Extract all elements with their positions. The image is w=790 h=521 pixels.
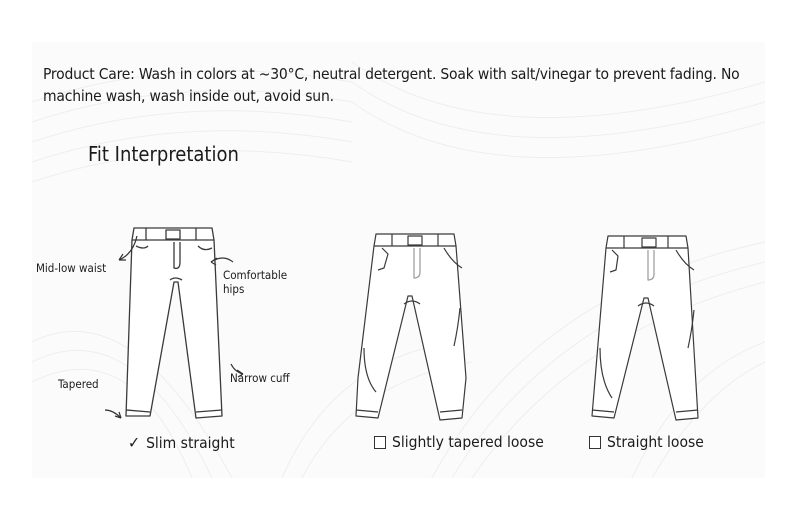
fit-option-straight-loose[interactable]: Straight loose <box>589 433 704 451</box>
annotation-arrows <box>104 235 244 419</box>
fit-option-label: Straight loose <box>607 433 704 451</box>
fit-option-slim-straight[interactable]: ✓ Slim straight <box>128 433 235 452</box>
annotation-mid-low-waist: Mid-low waist <box>36 261 107 275</box>
annotation-narrow-cuff: Narrow cuff <box>230 371 290 385</box>
fit-option-slightly-tapered-loose[interactable]: Slightly tapered loose <box>374 433 544 451</box>
annotation-comfortable-hips-line1: Comfortable <box>223 268 288 282</box>
fit-interpretation-title: Fit Interpretation <box>88 142 239 166</box>
leaf-texture-background <box>32 61 765 478</box>
slim-straight-pants-illustration <box>125 227 223 419</box>
product-care-text: Product Care: Wash in colors at ~30°C, n… <box>43 65 740 105</box>
checkbox-unchecked-icon[interactable] <box>374 435 386 449</box>
fit-option-label: Slim straight <box>146 433 235 452</box>
straight-loose-pants-illustration <box>591 235 699 421</box>
fit-option-label: Slightly tapered loose <box>392 433 544 451</box>
checkbox-unchecked-icon[interactable] <box>589 435 601 449</box>
slightly-tapered-loose-pants-illustration <box>355 233 467 421</box>
checkmark-icon: ✓ <box>128 433 141 452</box>
annotation-comfortable-hips-line2: hips <box>223 282 245 296</box>
annotation-tapered: Tapered <box>58 377 99 391</box>
